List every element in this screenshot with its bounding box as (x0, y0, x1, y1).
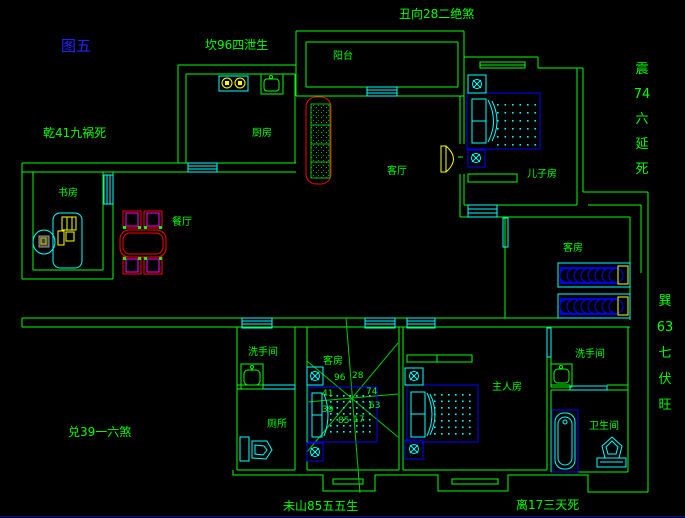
room-label-master-bedroom: 主人房 (492, 382, 522, 393)
annotation-north: 坎96四泄生 (205, 38, 269, 52)
room-label-toilet-west: 厕所 (267, 419, 287, 430)
kitchen-sink (260, 73, 284, 95)
window-toilet-divider (262, 384, 296, 390)
annotation-southwest: 未山85五五生 (283, 499, 359, 513)
room-label-living: 客厅 (387, 166, 407, 177)
compass-num-39: 39 (322, 405, 334, 415)
room-label-guest-center: 客房 (323, 356, 343, 367)
room-label-kitchen: 厨房 (252, 128, 272, 139)
room-label-balcony: 阳台 (333, 51, 353, 62)
window-bathroom-divider (569, 385, 608, 391)
sink-west (240, 363, 264, 390)
annotation-northwest: 乾41九祸死 (43, 126, 107, 140)
room-label-washroom-east: 洗手间 (575, 349, 605, 360)
window-son-bottom (467, 204, 498, 218)
compass-num-17: 17 (353, 415, 365, 425)
window-master (406, 317, 436, 329)
toilet-west (239, 436, 273, 462)
entry-door (440, 145, 454, 173)
son-nightstand-bottom (467, 149, 486, 168)
shelf-master-room (406, 354, 473, 363)
walls (21, 30, 649, 493)
room-label-son-bedroom: 儿子房 (527, 169, 557, 180)
study-chair (32, 229, 56, 255)
shelves-and-green-windows (406, 61, 526, 363)
door-guest-east (502, 217, 509, 248)
compass-num-96: 96 (334, 373, 346, 383)
center-nightstand-bottom (306, 442, 324, 462)
annotation-south: 离17三天死 (516, 498, 580, 512)
master-bed (406, 384, 479, 443)
window-guest-center (364, 317, 396, 329)
compass-num-63: 63 (369, 401, 381, 411)
window-study (103, 174, 114, 205)
toilet-east (596, 436, 627, 468)
label-figure: 图五 (61, 37, 92, 55)
annotation-west: 兑39一六煞 (68, 425, 132, 439)
center-nightstand-top (306, 366, 324, 386)
window-washroom-west (241, 317, 273, 329)
room-label-bathroom-east: 卫生间 (589, 421, 619, 432)
compass-num-74: 74 (366, 387, 378, 397)
window-kitchen (187, 162, 218, 173)
kitchen-stove (218, 75, 249, 92)
annotation-top: 丑向28二绝煞 (399, 7, 475, 21)
sink-east (550, 363, 573, 388)
study-desk (52, 212, 83, 269)
door-washroom-east (546, 327, 552, 358)
dining-table (119, 229, 167, 258)
compass-rays (306, 317, 399, 494)
room-label-study: 书房 (58, 188, 78, 199)
compass-num-28: 28 (352, 371, 364, 381)
son-nightstand-top (467, 74, 487, 94)
room-label-guest-east: 客房 (563, 243, 583, 254)
bathtub (551, 409, 579, 473)
annotation-east-vertical: 震 74 六 延 死 (633, 62, 651, 177)
shelf-son-room (467, 173, 518, 183)
room-label-dining: 餐厅 (172, 217, 192, 228)
compass-num-41: 41 (322, 389, 334, 399)
center-bed (307, 386, 378, 443)
window-balcony (366, 86, 398, 97)
guest-east-beds (557, 262, 631, 319)
windows (103, 86, 608, 391)
dining-chairs (122, 210, 163, 275)
annotation-southeast-vertical: 巽 63 七 伏 旺 (656, 294, 674, 413)
son-bed (466, 92, 541, 150)
compass-num-85: 85 (338, 416, 350, 426)
master-nightstand-top (404, 367, 424, 386)
sofa (305, 96, 332, 185)
room-label-washroom-west: 洗手间 (248, 347, 278, 358)
master-nightstand-bottom (404, 439, 424, 460)
